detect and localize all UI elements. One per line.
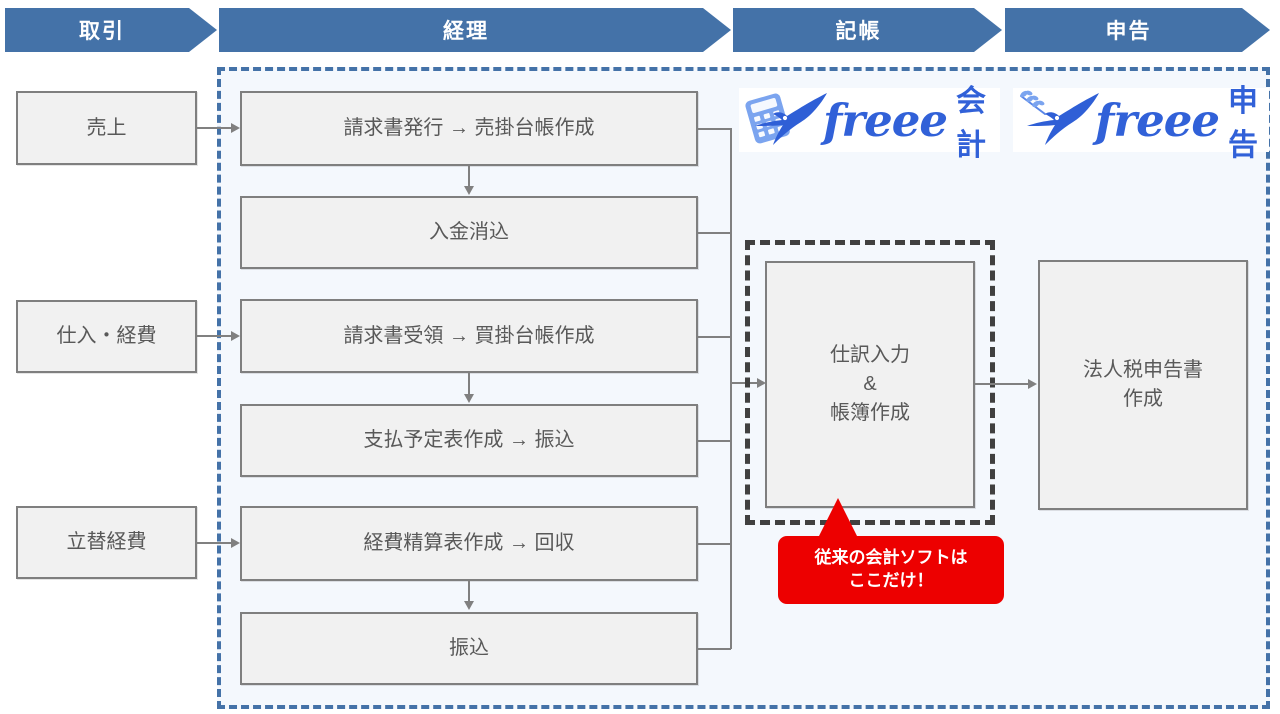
legacy-software-scope-outline: [745, 240, 995, 525]
olive-branch-swallow-icon: [1015, 90, 1101, 151]
connector-step5-to-step6: [468, 581, 470, 602]
calculator-swallow-icon: [743, 90, 829, 151]
phase-label: 申告: [1105, 20, 1152, 43]
phase-banner-torihiki: 取引: [5, 8, 217, 52]
brace-stub-step3: [698, 336, 731, 338]
brace-stub-step6: [698, 648, 731, 650]
callout-pointer: [816, 498, 860, 542]
connector-tatekae-to-step5: [197, 542, 231, 544]
freee-shinkoku-logo: freee 申告: [1013, 85, 1269, 162]
phase-label: 記帳: [835, 20, 882, 43]
phase-label: 経理: [443, 20, 489, 43]
connector-arrow: [757, 378, 766, 388]
filing-line-1: 法人税申告書: [1083, 359, 1203, 381]
freee-wordmark: freee: [823, 93, 948, 147]
brace-stub-step2: [698, 232, 731, 234]
freee-kaikei-logo: freee 会計: [739, 85, 1000, 162]
filing-corporate-tax-return-box: 法人税申告書 作成: [1038, 260, 1248, 510]
brace-stub-step5: [698, 543, 731, 545]
bookkeeping-journal-entry-box: 仕訳入力 & 帳簿作成: [765, 261, 975, 508]
step-label: 経費精算表作成 → 回収: [363, 532, 575, 554]
step-invoice-receive-ap-ledger-box: 請求書受領 → 買掛台帳作成: [240, 299, 698, 373]
connector-arrow: [231, 538, 240, 548]
connector-arrow: [231, 331, 240, 341]
transaction-tatekae-keihi-box: 立替経費: [16, 506, 197, 579]
connector-arrow: [231, 123, 240, 133]
filing-line-2: 作成: [1123, 388, 1163, 410]
freee-wordmark: freee: [1095, 93, 1220, 147]
connector-arrow: [464, 601, 474, 610]
freee-product-suffix: 申告: [1227, 85, 1259, 162]
bookkeeping-line-3: 帳簿作成: [830, 402, 910, 424]
step-label: 入金消込: [429, 221, 509, 243]
brace-stub-step1: [698, 128, 731, 130]
phase-label: 取引: [79, 20, 125, 43]
bookkeeping-line-2: &: [863, 373, 877, 395]
transaction-label: 売上: [86, 116, 127, 139]
step-label: 支払予定表作成 → 振込: [363, 429, 575, 451]
connector-accounting-to-bookkeeping: [730, 382, 758, 384]
transaction-label: 仕入・経費: [56, 325, 157, 347]
phase-banner-shinkoku: 申告: [1005, 8, 1270, 52]
connector-arrow: [1028, 379, 1037, 389]
step-expense-report-collection-box: 経費精算表作成 → 回収: [240, 506, 698, 581]
connector-step3-to-step4: [468, 373, 470, 394]
transaction-uriage-box: 売上: [16, 91, 197, 165]
callout-line-2: ここだけ！: [848, 571, 934, 590]
connector-arrow: [464, 186, 474, 195]
step-payment-schedule-transfer-box: 支払予定表作成 → 振込: [240, 404, 698, 477]
brace-spine: [730, 128, 732, 649]
connector-shiire-to-step3: [197, 335, 231, 337]
bookkeeping-line-1: 仕訳入力: [830, 344, 910, 366]
step-transfer-box: 振込: [240, 612, 698, 685]
brace-stub-step4: [698, 440, 731, 442]
step-payment-reconciliation-box: 入金消込: [240, 196, 698, 269]
connector-uriage-to-step1: [197, 127, 231, 129]
callout-line-1: 従来の会計ソフトは: [814, 548, 968, 568]
connector-step1-to-step2: [468, 166, 470, 187]
phase-banner-keiri: 経理: [219, 8, 731, 52]
transaction-shiire-keihi-box: 仕入・経費: [16, 300, 197, 373]
connector-bookkeeping-to-filing: [975, 383, 1029, 385]
step-label: 請求書発行 → 売掛台帳作成: [343, 117, 595, 139]
phase-banner-kichou: 記帳: [733, 8, 1002, 52]
transaction-label: 立替経費: [66, 531, 147, 553]
step-label: 振込: [449, 637, 489, 659]
connector-arrow: [464, 394, 474, 403]
step-label: 請求書受領 → 買掛台帳作成: [343, 324, 595, 347]
freee-product-suffix: 会計: [955, 85, 987, 162]
step-invoice-issue-ar-ledger-box: 請求書発行 → 売掛台帳作成: [240, 91, 698, 166]
legacy-software-callout: 従来の会計ソフトは ここだけ！: [778, 536, 1004, 604]
